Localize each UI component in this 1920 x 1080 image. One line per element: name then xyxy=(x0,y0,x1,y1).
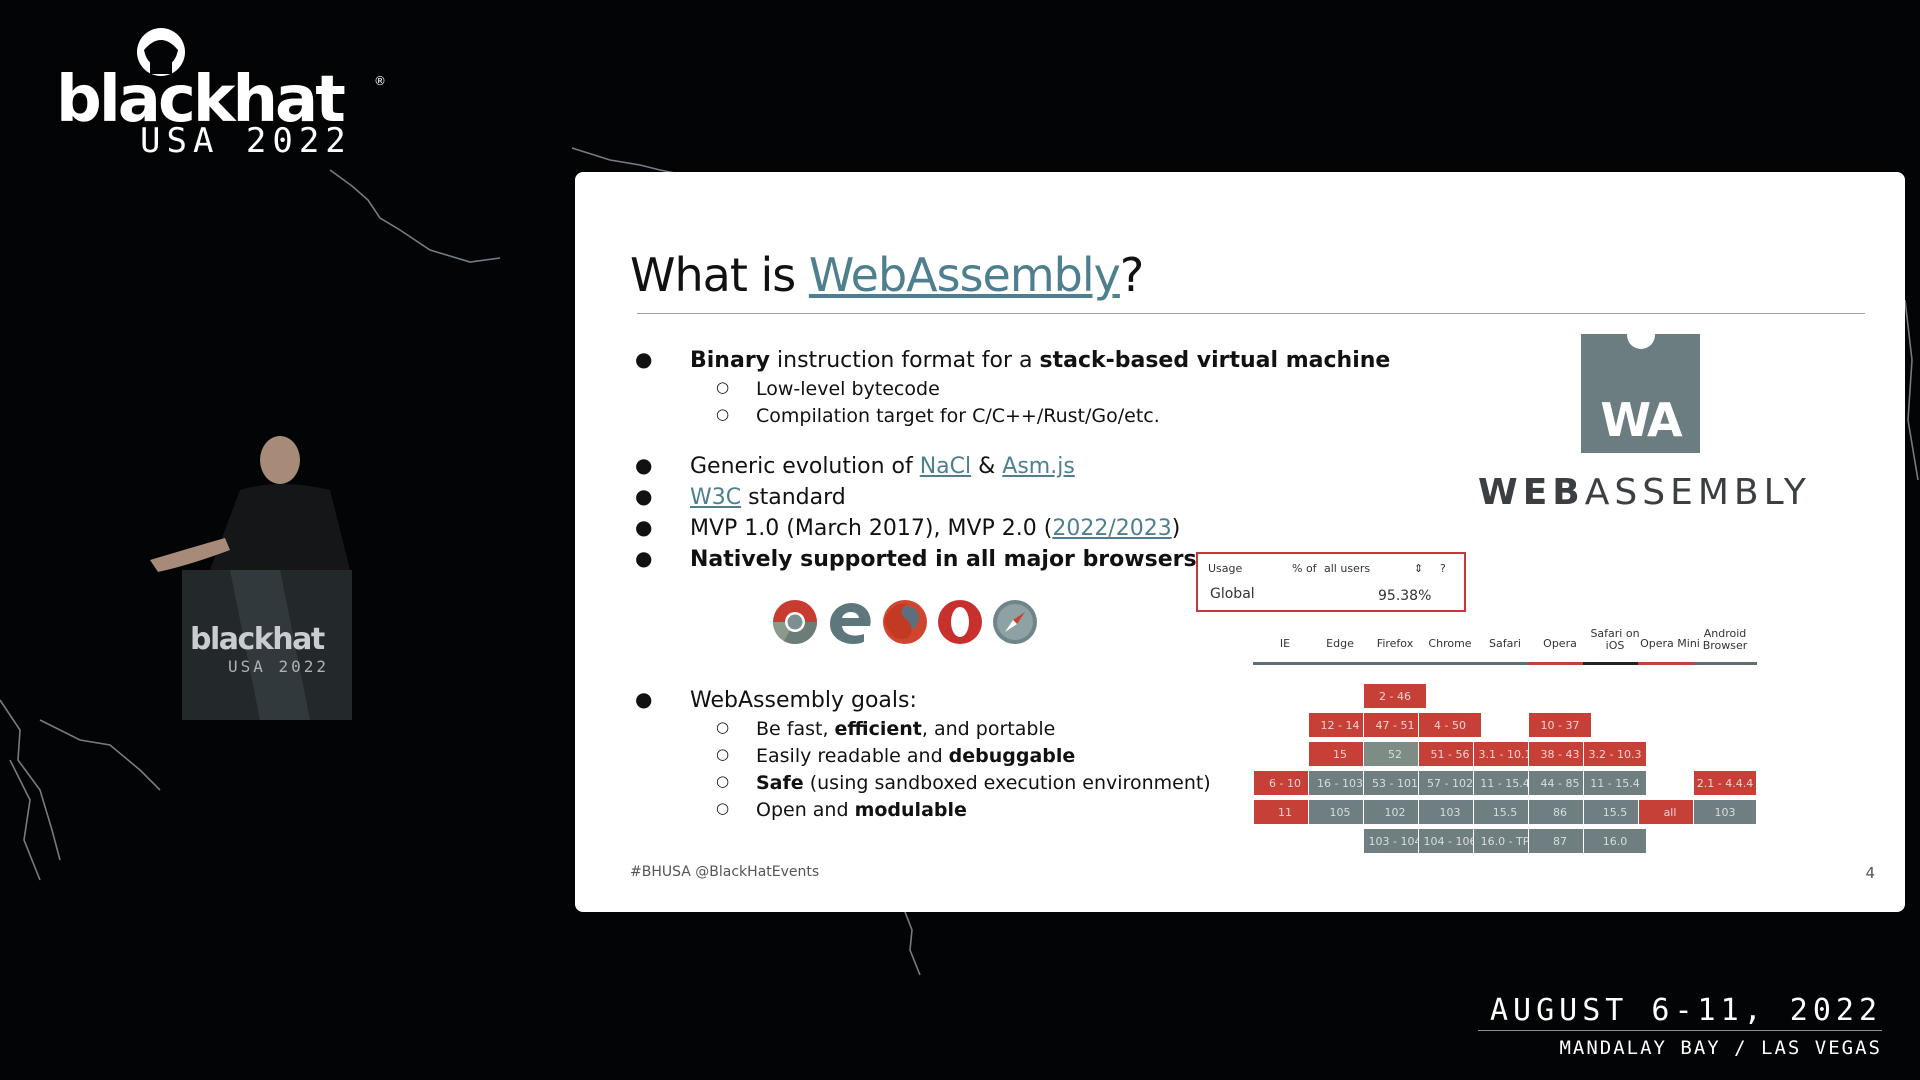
slide-footer-hashtag: #BHUSA @BlackHatEvents xyxy=(630,864,820,880)
webassembly-wordmark: WEBASSEMBLY xyxy=(1478,472,1811,513)
cell-opera[interactable]: 10 - 37 xyxy=(1528,712,1592,738)
cell-chrome[interactable]: 104 - 106 xyxy=(1418,828,1482,854)
cell-firefox[interactable]: 2 - 46 xyxy=(1363,683,1427,709)
cell-safari-ios[interactable]: 15.5 xyxy=(1583,799,1647,825)
cell-firefox[interactable]: 102 xyxy=(1363,799,1427,825)
global-usage-percent: 95.38% xyxy=(1378,588,1432,604)
cell-chrome[interactable]: 103 xyxy=(1418,799,1482,825)
header-safari: Safari xyxy=(1489,637,1521,650)
chrome-icon xyxy=(773,600,817,644)
caniuse-support-table: IE Edge Firefox Chrome Safari Opera Safa… xyxy=(1253,622,1863,862)
cell-edge[interactable]: 15 xyxy=(1308,741,1372,767)
header-chrome: Chrome xyxy=(1428,637,1472,650)
cell-safari-ios[interactable]: 3.2 - 10.3 xyxy=(1583,741,1647,767)
cell-chrome[interactable]: 51 - 56 xyxy=(1418,741,1482,767)
cell-firefox[interactable]: 103 - 104 xyxy=(1363,828,1427,854)
bullet-dot-icon: ● xyxy=(635,484,653,508)
sub-bullet-circle-icon: ○ xyxy=(716,799,730,817)
cell-edge[interactable]: 105 xyxy=(1308,799,1372,825)
podium-brand-name: blackhat xyxy=(190,622,325,657)
cell-opera-mini[interactable]: all xyxy=(1638,799,1702,825)
cell-safari[interactable]: 3.1 - 10.1 xyxy=(1473,741,1537,767)
sub-bullet-circle-icon: ○ xyxy=(716,772,730,790)
blackhat-hat-logo-icon xyxy=(137,28,185,76)
firefox-icon xyxy=(883,600,927,644)
help-icon[interactable]: ? xyxy=(1440,562,1446,575)
event-venue: MANDALAY BAY / LAS VEGAS xyxy=(1559,1037,1882,1059)
edge-icon xyxy=(830,602,871,644)
cell-ie[interactable]: 11 xyxy=(1253,799,1317,825)
usage-user-selector[interactable]: all users xyxy=(1324,562,1371,575)
cell-safari-ios[interactable]: 11 - 15.4 xyxy=(1583,770,1647,796)
cell-firefox[interactable]: 47 - 51 xyxy=(1363,712,1427,738)
cell-chrome[interactable]: 4 - 50 xyxy=(1418,712,1482,738)
sub-bullet-circle-icon: ○ xyxy=(716,378,730,396)
brand-edition: USA 2022 xyxy=(140,121,352,161)
bullet-dot-icon: ● xyxy=(635,515,653,539)
cell-chrome[interactable]: 57 - 102 xyxy=(1418,770,1482,796)
cell-safari[interactable]: 15.5 xyxy=(1473,799,1537,825)
cell-ie[interactable]: 6 - 10 xyxy=(1253,770,1317,796)
asmjs-link[interactable]: Asm.js xyxy=(1002,454,1075,479)
browser-icons xyxy=(771,598,1051,650)
cell-opera[interactable]: 87 xyxy=(1528,828,1592,854)
header-opera-mini: Opera Mini xyxy=(1640,637,1700,650)
cell-safari-ios[interactable]: 16.0 xyxy=(1583,828,1647,854)
presentation-slide: What is WebAssembly? ● Binary instructio… xyxy=(575,172,1905,912)
opera-icon xyxy=(938,600,982,644)
cell-android[interactable]: 103 xyxy=(1693,799,1757,825)
header-edge: Edge xyxy=(1326,637,1354,650)
cell-opera[interactable]: 86 xyxy=(1528,799,1592,825)
event-dates: AUGUST 6-11, 2022 xyxy=(1489,993,1882,1028)
sub-bullet-circle-icon: ○ xyxy=(716,405,730,423)
speaker-podium xyxy=(150,436,352,720)
podium-brand-edition: USA 2022 xyxy=(228,657,330,676)
brand-name: blackhat xyxy=(56,63,346,137)
title-webassembly-link[interactable]: WebAssembly xyxy=(808,248,1121,302)
slide-title: What is WebAssembly? xyxy=(630,248,1144,302)
brand-registered: ® xyxy=(374,74,386,88)
title-underline-rule xyxy=(637,313,1865,314)
slide-page-number: 4 xyxy=(1865,864,1875,882)
title-suffix: ? xyxy=(1119,248,1144,302)
bullet-dot-icon: ● xyxy=(635,687,653,711)
cell-android[interactable]: 2.1 - 4.4.4 xyxy=(1693,770,1757,796)
cell-safari[interactable]: 16.0 - TP xyxy=(1473,828,1537,854)
cell-opera[interactable]: 44 - 85 xyxy=(1528,770,1592,796)
cell-edge[interactable]: 12 - 14 xyxy=(1308,712,1372,738)
cell-firefox[interactable]: 52 xyxy=(1363,741,1427,767)
bullet-dot-icon: ● xyxy=(635,347,653,371)
w3c-link[interactable]: W3C xyxy=(690,485,742,510)
header-safari-ios: Safari on iOS xyxy=(1590,627,1640,653)
wa-mark: WA xyxy=(1600,393,1682,447)
bullet-dot-icon: ● xyxy=(635,453,653,477)
nacl-link[interactable]: NaCl xyxy=(919,454,972,479)
safari-icon xyxy=(993,600,1037,644)
cell-firefox[interactable]: 53 - 101 xyxy=(1363,770,1427,796)
header-firefox: Firefox xyxy=(1376,637,1414,650)
cell-opera[interactable]: 38 - 43 xyxy=(1528,741,1592,767)
caniuse-usage-box: Usage % of all users ⇕ ? Global 95.38% xyxy=(1196,552,1466,612)
title-prefix: What is xyxy=(630,248,809,302)
mvp-year-link[interactable]: 2022/2023 xyxy=(1052,516,1172,541)
webassembly-logo: WA xyxy=(1581,321,1700,453)
blackhat-brand: blackhat ® USA 2022 xyxy=(56,22,396,162)
sub-bullet-circle-icon: ○ xyxy=(716,718,730,736)
header-ie: IE xyxy=(1279,637,1291,650)
selector-arrows-icon[interactable]: ⇕ xyxy=(1414,562,1424,575)
event-divider xyxy=(1478,1030,1882,1031)
header-opera: Opera xyxy=(1543,637,1577,650)
bullet-dot-icon: ● xyxy=(635,546,653,570)
header-android: Android Browser xyxy=(1702,627,1748,653)
sub-bullet-circle-icon: ○ xyxy=(716,745,730,763)
